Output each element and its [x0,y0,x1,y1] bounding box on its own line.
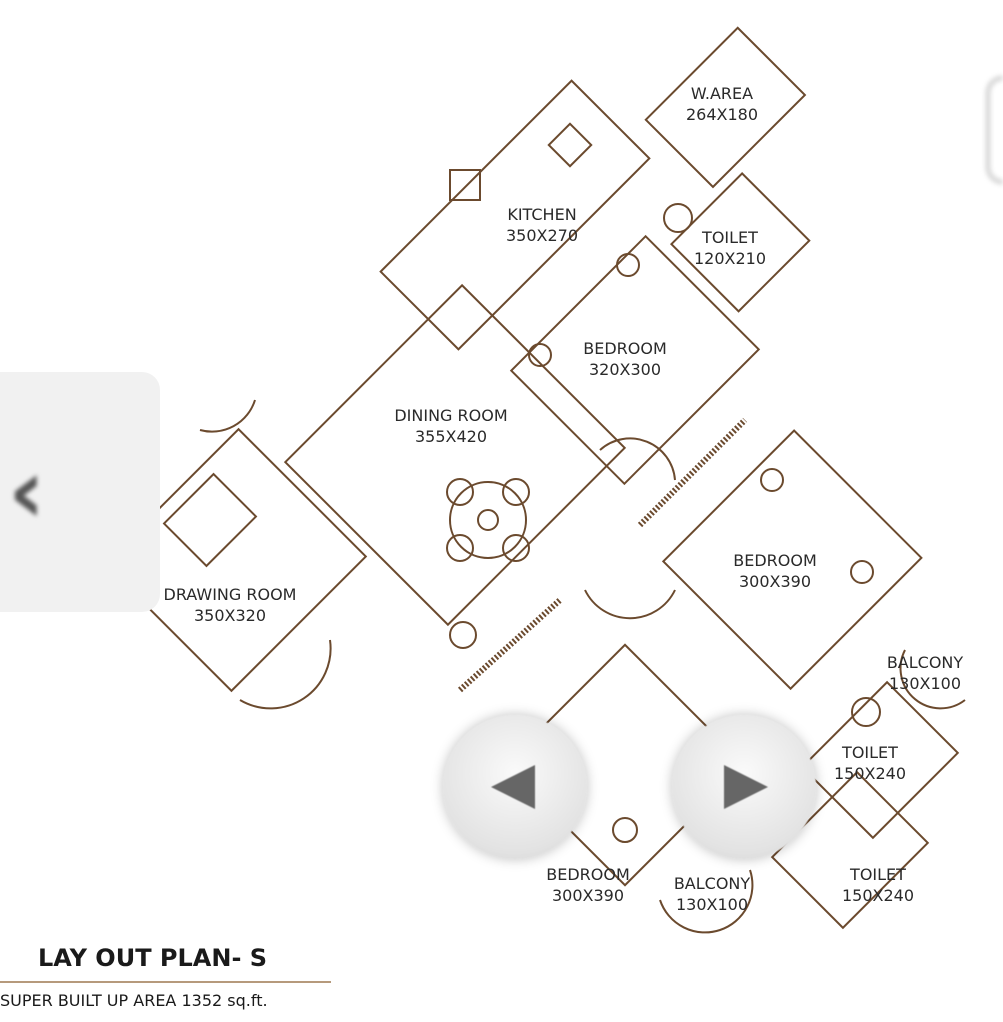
title-divider [0,981,331,983]
balcony-arc [659,869,754,934]
bedroom-2-outline [661,429,923,691]
w-area-outline [644,26,807,189]
next-slide-button[interactable] [672,715,816,859]
previous-image-button[interactable]: ‹ [0,372,160,612]
drawing-outline [102,427,368,693]
bedroom-1-outline [509,234,761,486]
plan-title: LAY OUT PLAN- S [38,944,268,972]
toilet-2-outline [800,680,960,840]
next-image-button[interactable] [985,75,1003,185]
toilet-3-outline [770,770,930,930]
chevron-left-icon: ‹ [8,439,46,544]
toilet-outline [669,171,811,313]
kitchen-outline [379,79,651,351]
triangle-left-icon [491,765,535,809]
area-caption: SUPER BUILT UP AREA 1352 sq.ft. [0,991,268,1010]
prev-slide-button[interactable] [443,715,587,859]
dining-outline [283,283,627,627]
triangle-right-icon [724,765,768,809]
balcony-arc [899,649,966,710]
